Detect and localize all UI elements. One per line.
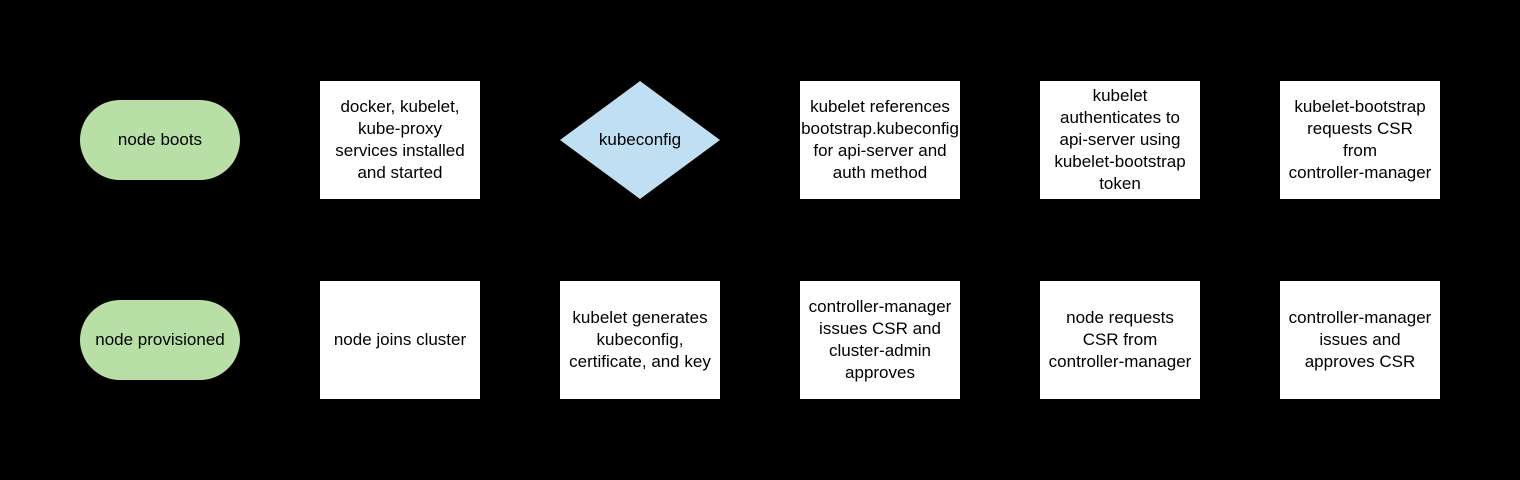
node-label: kubelet authenticates to api-server usin… bbox=[1054, 86, 1186, 193]
terminator-node-provisioned: node provisioned bbox=[80, 300, 240, 380]
process-kubelet-generates-kubeconfig: kubelet generates kubeconfig, certificat… bbox=[560, 281, 720, 399]
process-services-installed: docker, kubelet, kube-proxy services ins… bbox=[320, 81, 480, 199]
node-label: kubeconfig bbox=[598, 130, 682, 149]
node-label: node provisioned bbox=[95, 330, 225, 349]
terminator-node-boots: node boots bbox=[80, 100, 240, 180]
node-label: kubelet references bootstrap.kubeconfig … bbox=[801, 97, 959, 182]
node-label: controller-manager issues CSR and cluste… bbox=[808, 297, 952, 382]
node-label: docker, kubelet, kube-proxy services ins… bbox=[335, 97, 465, 182]
process-node-joins-cluster: node joins cluster bbox=[320, 281, 480, 399]
process-controller-manager-issues-csr-cluster-admin: controller-manager issues CSR and cluste… bbox=[800, 281, 960, 399]
process-kubelet-authenticates: kubelet authenticates to api-server usin… bbox=[1040, 81, 1200, 199]
node-label: kubelet generates kubeconfig, certificat… bbox=[569, 308, 711, 371]
process-kubelet-references-bootstrap-kubeconfig: kubelet references bootstrap.kubeconfig … bbox=[800, 81, 960, 199]
node-label: kubelet-bootstrap requests CSR from cont… bbox=[1288, 97, 1432, 182]
process-node-requests-csr: node requests CSR from controller-manage… bbox=[1040, 281, 1200, 399]
process-kubelet-bootstrap-requests-csr: kubelet-bootstrap requests CSR from cont… bbox=[1280, 81, 1440, 199]
node-label: node requests CSR from controller-manage… bbox=[1048, 308, 1192, 371]
decision-kubeconfig: kubeconfig bbox=[560, 81, 720, 199]
node-label: controller-manager issues and approves C… bbox=[1288, 308, 1432, 371]
process-controller-manager-approves-csr: controller-manager issues and approves C… bbox=[1280, 281, 1440, 399]
node-label: node boots bbox=[117, 130, 203, 149]
node-label: node joins cluster bbox=[333, 330, 467, 349]
